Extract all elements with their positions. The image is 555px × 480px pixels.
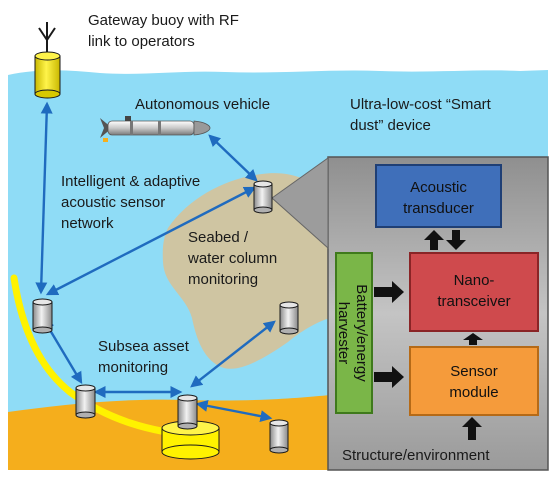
- nano-transceiver-line2: transceiver: [437, 293, 510, 310]
- device-arrows: [374, 230, 483, 440]
- smart-dust-label-line1: Ultra-low-cost “Smart: [350, 96, 492, 113]
- sensor-node-seabed-top: [253, 180, 273, 214]
- sensor-module-line1: Sensor: [450, 363, 498, 380]
- arrow-acoustic-to-nano: [446, 230, 466, 250]
- link-asset-subsea2: [195, 399, 273, 423]
- link-gateway-node: [35, 101, 53, 295]
- sensor-node-asset: [177, 394, 198, 430]
- smart-dust-label-line2: dust” device: [350, 117, 431, 134]
- subsea-label-line2: monitoring: [98, 359, 168, 376]
- gateway-label-line2: link to operators: [88, 33, 195, 50]
- subsea-cable: [10, 274, 202, 440]
- gateway-buoy: [34, 22, 61, 99]
- network-label-line2: acoustic sensor: [61, 194, 165, 211]
- acoustic-links: [35, 101, 276, 423]
- autonomous-vehicle: [100, 116, 211, 142]
- sensor-node-left: [32, 298, 53, 334]
- arrow-battery-to-sensor: [374, 366, 404, 388]
- sensor-node-subsea-right: [269, 419, 289, 454]
- battery-harvester-box: [335, 252, 373, 414]
- seabed-label-line1: Seabed /: [188, 229, 249, 246]
- network-label-line1: Intelligent & adaptive: [61, 173, 200, 190]
- battery-line1: Battery/energy: [353, 284, 370, 382]
- panel-callout: [271, 157, 329, 250]
- sensor-module-box: [409, 346, 539, 416]
- link-asset-seabed2: [190, 320, 276, 388]
- link-seabed-node: [45, 186, 257, 296]
- nano-transceiver-line1: Nano-: [454, 272, 495, 289]
- sensor-node-subsea-left: [75, 384, 96, 419]
- battery-line2: harvester: [335, 302, 352, 365]
- arrow-sensor-to-nano: [463, 333, 483, 345]
- subsea-label-line1: Subsea asset: [98, 338, 190, 355]
- acoustic-transducer-box: [375, 164, 502, 228]
- seabed-label-line3: monitoring: [188, 271, 258, 288]
- battery-harvester-label: Battery/energy harvester: [335, 284, 370, 382]
- arrow-battery-to-nano: [374, 281, 404, 303]
- link-vehicle-seabed: [208, 134, 258, 182]
- autonomous-vehicle-label: Autonomous vehicle: [135, 96, 270, 113]
- structure-label: Structure/environment: [342, 447, 490, 464]
- network-label-line3: network: [61, 215, 114, 232]
- acoustic-transducer-line2: transducer: [403, 200, 474, 217]
- arrow-structure-to-sensor: [462, 417, 482, 440]
- sensor-module-line2: module: [449, 384, 498, 401]
- sensor-nodes: [32, 180, 299, 454]
- sensor-node-seabed-lower: [279, 301, 299, 335]
- gateway-label-line1: Gateway buoy with RF: [88, 12, 239, 29]
- arrow-nano-to-acoustic: [424, 230, 444, 250]
- nano-transceiver-box: [409, 252, 539, 332]
- seabed-label-line2: water column: [187, 250, 277, 267]
- acoustic-transducer-line1: Acoustic: [410, 179, 467, 196]
